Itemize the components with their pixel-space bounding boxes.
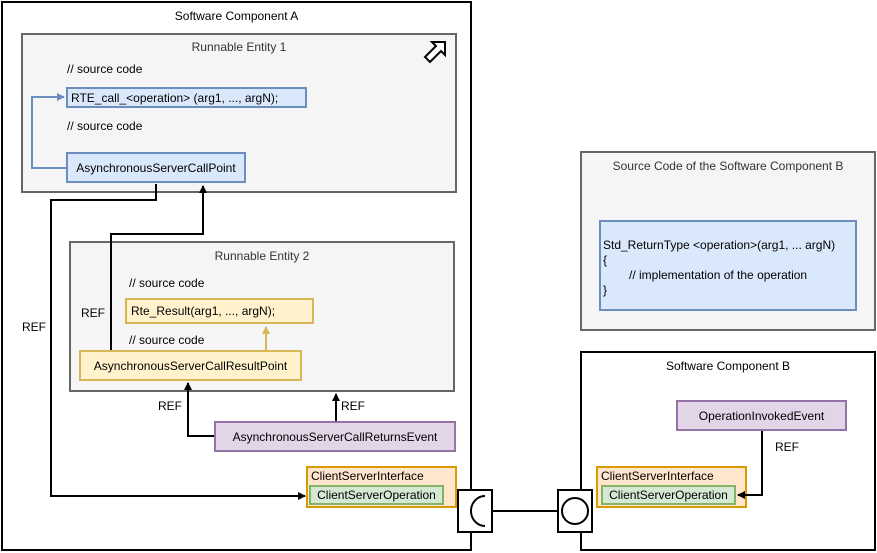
runnable1-comment-2: // source code <box>67 119 143 133</box>
operation-implementation-code: Std_ReturnType <operation>(arg1, ... arg… <box>599 220 857 311</box>
required-port-icon <box>457 489 493 533</box>
runnable-entity-1-title: Runnable Entity 1 <box>191 40 287 54</box>
rte-call-statement: RTE_call_<operation> (arg1, ..., argN); <box>66 87 307 108</box>
code-line-1: Std_ReturnType <operation>(arg1, ... arg… <box>603 238 836 252</box>
code-line-2: { <box>603 253 608 267</box>
provided-port-icon <box>557 489 593 533</box>
client-server-interface-b-title: ClientServerInterface <box>601 469 714 483</box>
ref-label-mid: REF <box>81 306 105 320</box>
client-server-operation-a: ClientServerOperation <box>309 485 444 505</box>
asynchronous-server-call-returns-event: AsynchronousServerCallReturnsEvent <box>214 421 456 452</box>
runnable2-comment-1: // source code <box>129 276 205 290</box>
code-line-3: // implementation of the operation <box>629 268 808 282</box>
client-server-interface-a-title: ClientServerInterface <box>311 469 424 483</box>
runnable2-comment-2: // source code <box>129 333 205 347</box>
software-component-b: Software Component B <box>580 351 876 551</box>
ref-label-event-right: REF <box>341 399 365 413</box>
software-component-a-title: Software Component A <box>174 9 299 23</box>
ref-label-event-left: REF <box>158 399 182 413</box>
software-component-a: Software Component A <box>1 1 472 551</box>
operation-invoked-event: OperationInvokedEvent <box>676 400 847 431</box>
ref-label-left: REF <box>22 320 46 334</box>
client-server-operation-b: ClientServerOperation <box>601 485 736 505</box>
runnable1-comment-1: // source code <box>67 62 143 76</box>
software-component-b-title: Software Component B <box>665 359 791 373</box>
asynchronous-server-call-point: AsynchronousServerCallPoint <box>66 152 246 183</box>
runnable-entity-2-title: Runnable Entity 2 <box>214 249 310 263</box>
ref-label-component-b: REF <box>775 440 799 454</box>
code-line-4: } <box>603 283 608 297</box>
asynchronous-server-call-result-point: AsynchronousServerCallResultPoint <box>79 350 302 381</box>
external-link-arrow-icon <box>423 41 446 64</box>
source-code-component-b-title: Source Code of the Software Component B <box>612 159 844 173</box>
rte-result-statement: Rte_Result(arg1, ..., argN); <box>125 298 314 324</box>
